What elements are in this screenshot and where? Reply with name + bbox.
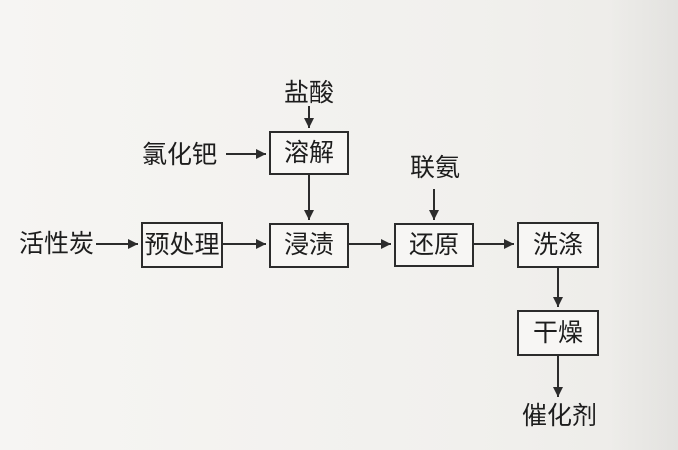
pretreatment-label: 预处理 (144, 230, 219, 259)
impregnation-label: 浸渍 (284, 230, 334, 259)
washing-box (517, 222, 599, 268)
step-pretreatment: 预处理 (141, 222, 223, 268)
impregnation-box (269, 223, 349, 268)
hydrochloric-acid-label: 盐酸 (284, 78, 334, 107)
step-drying: 干燥 (517, 310, 599, 356)
washing-label: 洗涤 (533, 230, 583, 259)
reduction-label: 还原 (409, 230, 459, 259)
palladium-chloride-label: 氯化钯 (142, 140, 217, 169)
activated-carbon-label: 活性炭 (19, 229, 94, 258)
reduction-box (394, 223, 474, 267)
hydrazine-label: 联氨 (410, 153, 460, 182)
drying-label: 干燥 (533, 318, 583, 347)
step-washing: 洗涤 (517, 222, 599, 268)
step-impregnation: 浸渍 (269, 223, 349, 268)
step-reduction: 还原 (394, 223, 474, 267)
step-dissolution: 溶解 (269, 131, 349, 175)
page-edge-shadow (608, 0, 678, 450)
catalyst-label: 催化剂 (522, 401, 597, 430)
drying-box (517, 310, 599, 356)
dissolution-label: 溶解 (284, 138, 334, 167)
